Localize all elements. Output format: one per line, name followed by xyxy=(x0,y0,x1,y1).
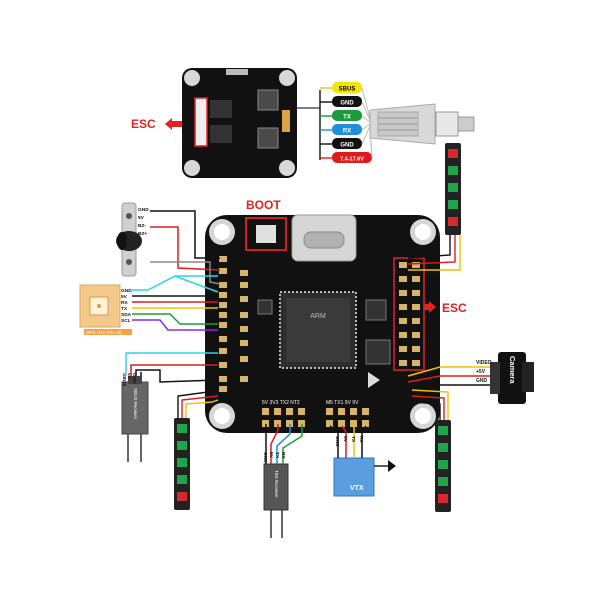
pin-label: SCL xyxy=(121,318,131,324)
buzzer-pin-labels: GND 5V BZ- BZ+ xyxy=(138,207,149,237)
sbus-receiver-label: SBUS Receiver xyxy=(133,388,138,420)
esc-right-arrow xyxy=(424,301,436,313)
pin-label: GND xyxy=(138,207,149,213)
esc-wire-pill xyxy=(332,138,362,149)
camera-wires xyxy=(407,366,490,389)
esc-wire-label: TX xyxy=(343,115,351,121)
camera-wire-label: GND xyxy=(476,378,488,384)
pin-label: SBUS xyxy=(121,373,127,387)
esc-board xyxy=(182,68,297,178)
sbus-wires xyxy=(125,352,219,383)
esc-wire-lead xyxy=(361,123,371,131)
tbs-receiver xyxy=(263,463,289,538)
bottom-left-pad-labels: 5V 3V3 TX2 NT2 xyxy=(262,400,300,406)
gps-note: GPS M10 (Pix Ut) xyxy=(86,330,122,335)
tbs-receiver-label: TBS Receiver xyxy=(274,470,279,498)
led-left-wires xyxy=(177,391,219,418)
esc-wire-label: RX xyxy=(343,129,351,135)
pin-label: 5V xyxy=(138,215,145,221)
esc-right-label: ESC xyxy=(442,301,467,315)
buzzer-wires xyxy=(150,210,221,285)
gps-wires xyxy=(132,275,219,331)
esc-wire-lead xyxy=(361,115,371,123)
pin-label: 5V xyxy=(126,373,132,380)
esc-top-arrow xyxy=(165,118,182,130)
esc-connector-plug xyxy=(369,103,475,145)
esc-wire-lead xyxy=(361,125,371,145)
pin-label: SDA xyxy=(121,312,132,318)
esc-wire-pill xyxy=(332,124,362,135)
camera-wire-label: +5V xyxy=(476,369,486,375)
esc-wire-pill xyxy=(332,152,372,163)
sbus-receiver xyxy=(121,376,149,462)
esc-wire-pill xyxy=(332,96,362,107)
bottom-right-pad-labels: M5 TX1 9V 9V xyxy=(326,400,359,406)
pin-label: 5V xyxy=(121,294,128,300)
flight-controller-board: ARM xyxy=(205,214,440,433)
led-strip-bottom-right xyxy=(435,420,451,512)
esc-top-label: ESC xyxy=(131,117,156,131)
led-strip-left xyxy=(174,418,190,510)
camera-label: Camera xyxy=(508,356,517,384)
esc-wire-pill xyxy=(332,110,362,121)
esc-wire-label: GND xyxy=(340,143,354,149)
pin-label: GND xyxy=(121,288,132,294)
mcu-brand: ARM xyxy=(310,313,326,320)
buzzer xyxy=(116,202,142,277)
esc-wire-pill xyxy=(332,82,362,93)
pin-label: 5V xyxy=(268,452,274,459)
camera-wire-labels: VIDEO +5V GND xyxy=(476,360,492,384)
vtx-module xyxy=(333,457,396,497)
esc-wire-label: 7.4-17.6V xyxy=(340,157,364,163)
pin-label: RX xyxy=(280,452,286,459)
pin-label: GND xyxy=(131,373,137,384)
pin-label: RX xyxy=(121,300,128,306)
pin-label: 9V xyxy=(342,436,348,443)
esc-connector-wire-labels: SBUS GND TX RX GND 7.4-17.6V xyxy=(320,82,373,163)
boot-label: BOOT xyxy=(246,198,281,212)
led-bottom-right-wires xyxy=(411,389,449,420)
led-top-right-wires xyxy=(407,235,461,271)
esc-wire-label: GND xyxy=(340,101,354,107)
tbs-wires xyxy=(265,424,303,464)
pin-label: TX xyxy=(350,436,356,443)
pin-label: GND xyxy=(262,452,268,463)
pin-label: TX xyxy=(274,452,280,459)
led-strip-top-right xyxy=(445,143,461,235)
gps-module xyxy=(79,284,132,335)
pin-label: BZ- xyxy=(138,223,146,229)
esc-wire-lead xyxy=(361,101,371,121)
pin-label: BZ+ xyxy=(138,231,147,237)
pin-label: TX xyxy=(121,306,128,312)
camera-wire-label: VIDEO xyxy=(476,360,492,366)
vtx-wires xyxy=(329,425,367,458)
esc-wire-label: SBUS xyxy=(339,87,356,93)
vtx-label: VTX xyxy=(350,485,364,492)
esc-harness xyxy=(297,90,321,160)
pin-label: RX xyxy=(358,436,364,443)
pin-label: GND xyxy=(334,436,340,447)
esc-wire-lead xyxy=(361,87,371,119)
camera xyxy=(490,352,534,404)
